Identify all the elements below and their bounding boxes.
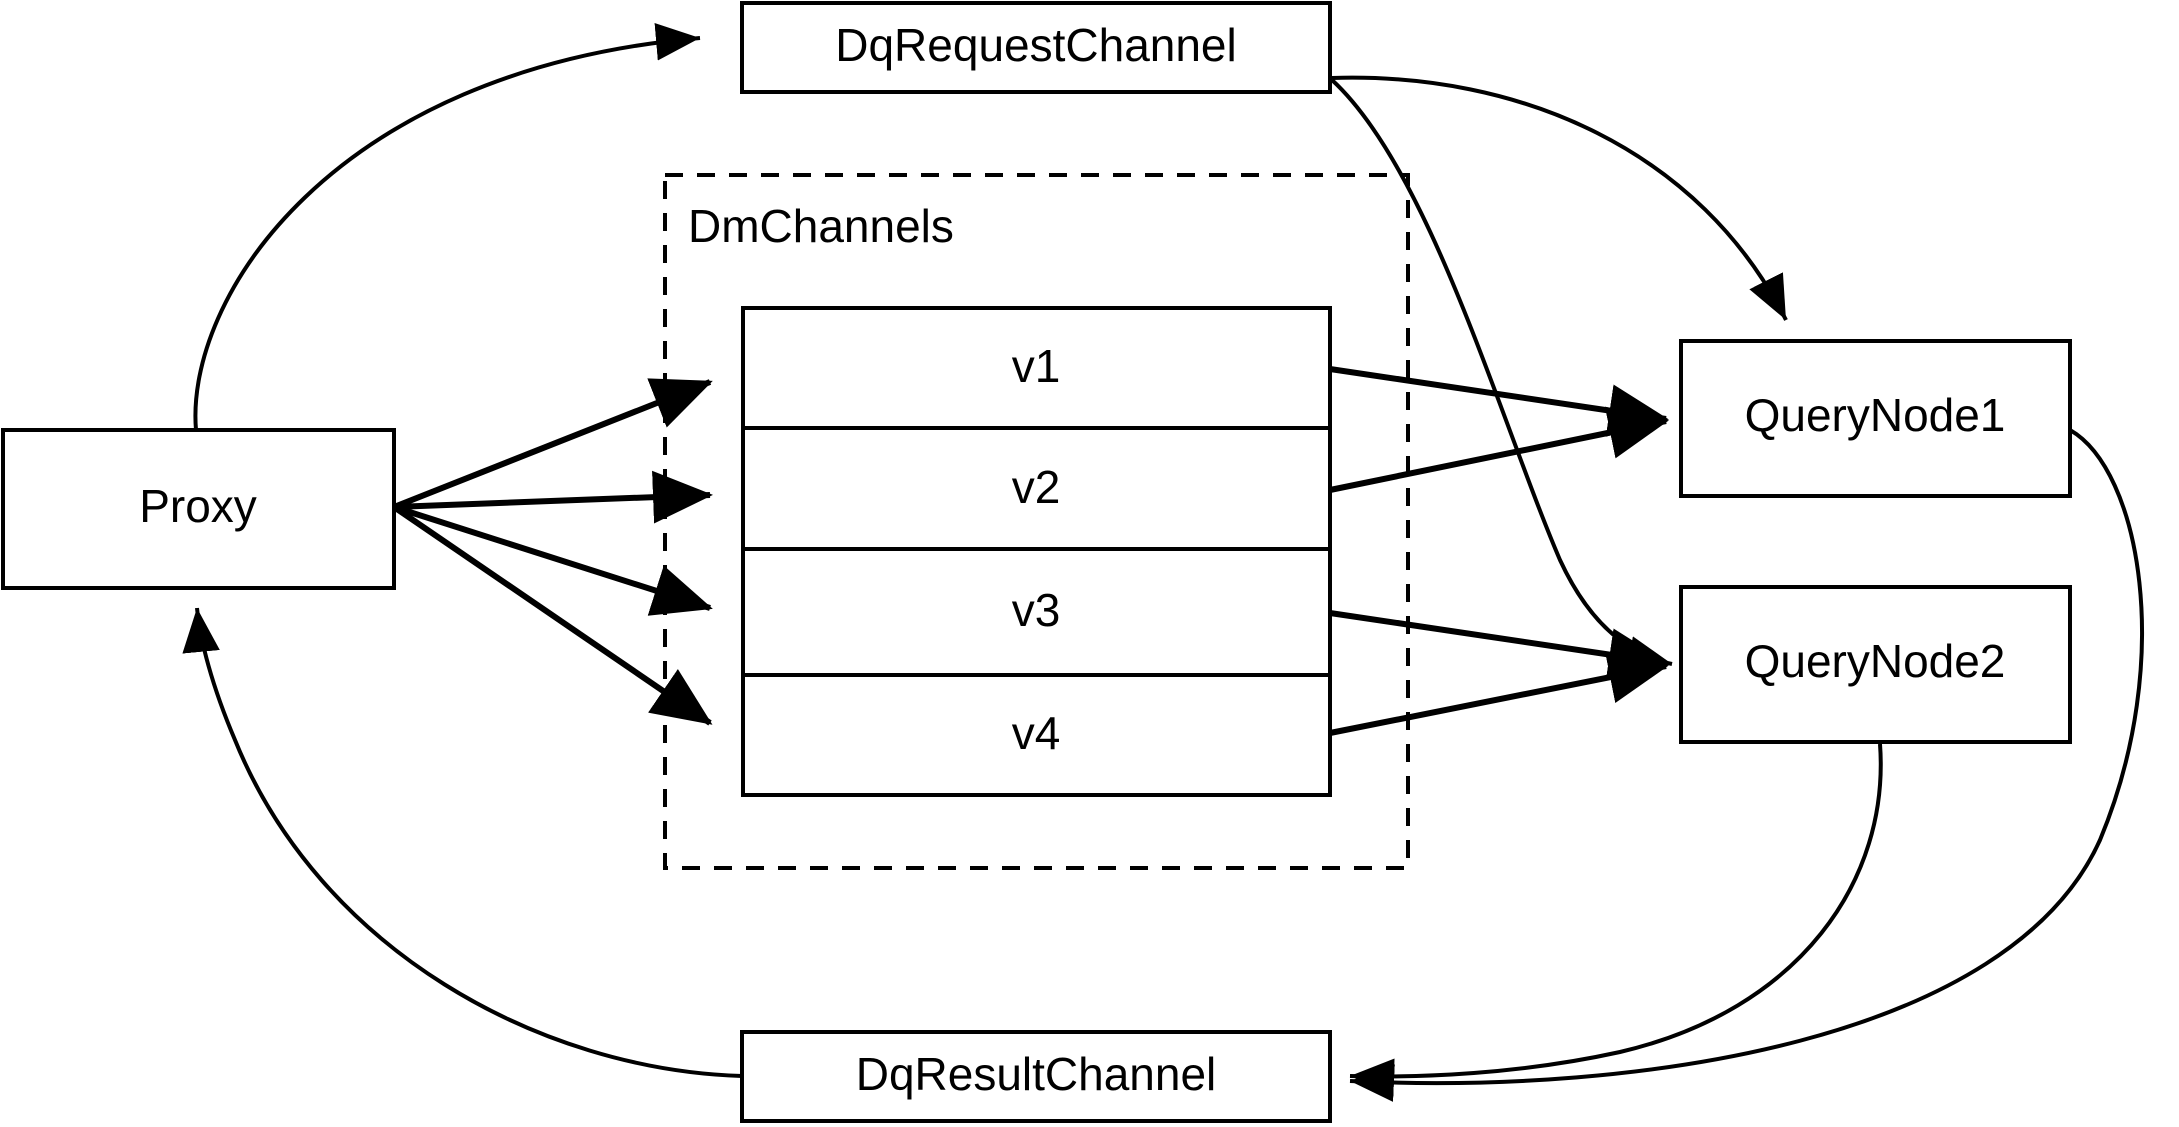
node-querynode2-label: QueryNode2 xyxy=(1745,635,2006,687)
dmchannels-channel-list: v1 v2 v3 v4 xyxy=(741,306,1332,797)
dmchannels-group: DmChannels xyxy=(663,173,1410,870)
node-proxy-box[interactable] xyxy=(1,428,396,590)
node-dqrequestchannel-label: DqRequestChannel xyxy=(835,19,1237,71)
channel-item-v4[interactable]: v4 xyxy=(1012,707,1061,759)
node-querynode2[interactable]: QueryNode2 xyxy=(1679,585,2072,744)
edge-proxy-to-v2 xyxy=(393,470,713,524)
channel-item-v2[interactable]: v2 xyxy=(1012,461,1061,513)
node-querynode1-label: QueryNode1 xyxy=(1745,389,2006,441)
edge-v4-to-querynode2 xyxy=(1329,651,1669,736)
node-dqrequestchannel[interactable]: DqRequestChannel xyxy=(740,1,1332,94)
dmchannels-channel-table xyxy=(741,306,1332,797)
edge-proxy-to-v4 xyxy=(392,504,713,726)
node-proxy[interactable]: Proxy xyxy=(1,428,396,590)
edge-dqresultchannel-to-proxy xyxy=(182,607,743,1078)
channel-item-v3[interactable]: v3 xyxy=(1012,584,1061,636)
node-dqresultchannel-box[interactable] xyxy=(740,1030,1332,1123)
channel-item-v1[interactable]: v1 xyxy=(1012,340,1061,392)
edge-querynode1-to-dqresultchannel xyxy=(1349,428,2144,1102)
node-querynode1[interactable]: QueryNode1 xyxy=(1679,339,2072,498)
edge-dqrequestchannel-to-querynode2 xyxy=(1330,78,1673,674)
edge-dqrequestchannel-to-querynode1 xyxy=(1331,75,1788,321)
node-querynode1-box[interactable] xyxy=(1679,339,2072,498)
node-dqresultchannel-label: DqResultChannel xyxy=(856,1048,1217,1100)
node-proxy-label: Proxy xyxy=(139,480,257,532)
edge-v1-to-querynode1 xyxy=(1329,366,1669,437)
dmchannels-group-label: DmChannels xyxy=(688,200,954,252)
edge-proxy-to-dqrequestchannel xyxy=(193,23,701,431)
dmchannels-group-border xyxy=(663,173,1410,870)
edge-querynode2-to-dqresultchannel xyxy=(1349,743,1883,1097)
edge-proxy-to-v1 xyxy=(392,378,713,510)
edge-v2-to-querynode1 xyxy=(1329,406,1669,493)
edge-proxy-to-v3 xyxy=(393,504,713,616)
node-querynode2-box[interactable] xyxy=(1679,585,2072,744)
node-dqrequestchannel-box[interactable] xyxy=(740,1,1332,94)
node-dqresultchannel[interactable]: DqResultChannel xyxy=(740,1030,1332,1123)
